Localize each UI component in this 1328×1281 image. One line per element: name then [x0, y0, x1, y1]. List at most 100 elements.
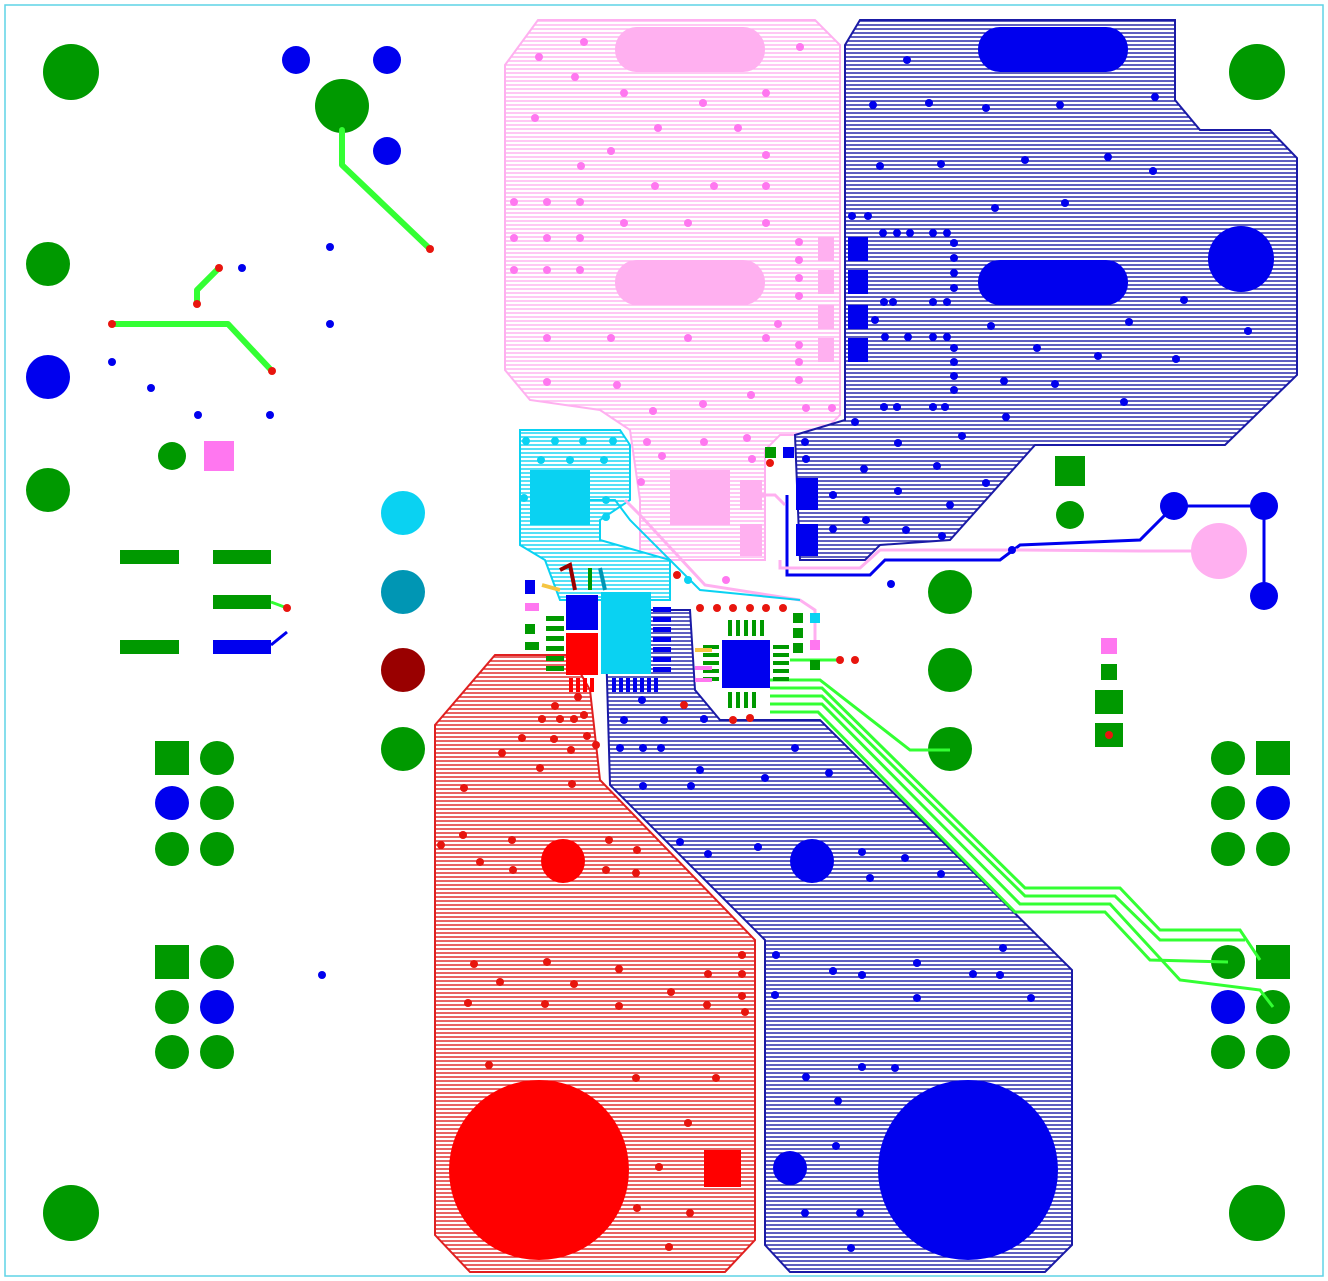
- via: [943, 333, 951, 341]
- via: [602, 866, 610, 874]
- via: [795, 256, 803, 264]
- via: [543, 958, 551, 966]
- via: [772, 951, 780, 959]
- via: [426, 245, 434, 253]
- via: [577, 162, 585, 170]
- via: [901, 854, 909, 862]
- via: [108, 320, 116, 328]
- via: [700, 715, 708, 723]
- via: [616, 744, 624, 752]
- via: [795, 274, 803, 282]
- via: [509, 866, 517, 874]
- via: [950, 239, 958, 247]
- via: [583, 732, 591, 740]
- via: [829, 525, 837, 533]
- via: [1002, 413, 1010, 421]
- via: [566, 456, 574, 464]
- via: [825, 769, 833, 777]
- pour-pads: [449, 27, 1274, 1260]
- via: [779, 604, 787, 612]
- left-header-top: [155, 741, 234, 866]
- via: [851, 656, 859, 664]
- via: [929, 298, 937, 306]
- via: [660, 716, 668, 724]
- via: [657, 744, 665, 752]
- via: [950, 386, 958, 394]
- via: [860, 465, 868, 473]
- via: [913, 959, 921, 967]
- via: [609, 437, 617, 445]
- via: [938, 532, 946, 540]
- via: [795, 292, 803, 300]
- via: [712, 1074, 720, 1082]
- via: [791, 744, 799, 752]
- via: [996, 971, 1004, 979]
- via: [651, 182, 659, 190]
- via: [600, 456, 608, 464]
- via: [556, 715, 564, 723]
- via: [684, 1119, 692, 1127]
- right-header-bottom: [1211, 945, 1290, 1069]
- via: [871, 316, 879, 324]
- via: [795, 341, 803, 349]
- left-column-pads: [26, 46, 401, 512]
- via: [574, 693, 582, 701]
- via: [676, 838, 684, 846]
- via: [470, 960, 478, 968]
- via: [774, 320, 782, 328]
- via: [982, 104, 990, 112]
- via: [485, 1061, 493, 1069]
- via: [1104, 153, 1112, 161]
- via: [1149, 167, 1157, 175]
- via: [903, 56, 911, 64]
- via: [633, 1204, 641, 1212]
- via: [535, 53, 543, 61]
- via: [869, 101, 877, 109]
- via: [880, 403, 888, 411]
- via: [950, 254, 958, 262]
- via: [696, 604, 704, 612]
- via: [858, 848, 866, 856]
- via: [832, 1142, 840, 1150]
- via: [851, 418, 859, 426]
- via: [1125, 318, 1133, 326]
- via: [193, 300, 201, 308]
- via: [950, 372, 958, 380]
- via: [748, 455, 756, 463]
- via: [318, 971, 326, 979]
- via: [876, 162, 884, 170]
- via: [802, 455, 810, 463]
- via: [283, 604, 291, 612]
- via: [969, 970, 977, 978]
- red-vias: [108, 245, 859, 1251]
- via: [620, 219, 628, 227]
- via: [602, 513, 610, 521]
- via: [943, 229, 951, 237]
- via: [858, 971, 866, 979]
- via: [762, 219, 770, 227]
- via: [894, 439, 902, 447]
- via: [498, 749, 506, 757]
- via: [1172, 355, 1180, 363]
- via: [147, 384, 155, 392]
- via: [326, 320, 334, 328]
- via: [887, 580, 895, 588]
- via: [1056, 101, 1064, 109]
- via: [673, 571, 681, 579]
- via: [762, 334, 770, 342]
- via: [880, 298, 888, 306]
- via: [1008, 546, 1016, 554]
- via: [639, 782, 647, 790]
- via: [696, 766, 704, 774]
- via: [460, 784, 468, 792]
- via: [889, 298, 897, 306]
- via: [510, 266, 518, 274]
- via: [754, 843, 762, 851]
- via: [762, 89, 770, 97]
- via: [551, 702, 559, 710]
- via: [738, 951, 746, 959]
- via: [567, 746, 575, 754]
- via: [829, 967, 837, 975]
- via: [550, 735, 558, 743]
- via: [943, 298, 951, 306]
